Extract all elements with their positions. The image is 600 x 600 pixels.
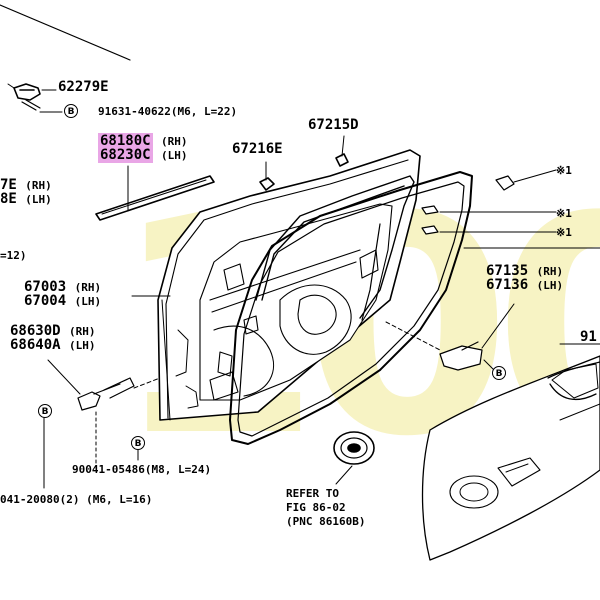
- part-68640a-side: (LH): [69, 339, 96, 352]
- part-67216e-label: 67216E: [232, 141, 283, 157]
- clip-star1c-icon: [421, 225, 439, 235]
- part-68630d-label: 68630D (RH): [10, 324, 96, 339]
- part-67215d-label: 67215D: [308, 117, 359, 133]
- leader-refer: [335, 465, 353, 485]
- part-67136-label: 67136 (LH): [486, 278, 563, 293]
- part-67004-number: 67004: [24, 293, 67, 309]
- star1-label-b: ※1: [556, 207, 572, 220]
- belt-moulding-icon: [95, 175, 215, 221]
- part-68230c-label: 68230C (LH): [98, 147, 188, 163]
- door-weatherstrip: [229, 171, 473, 445]
- leader-67215d: [341, 135, 345, 157]
- part-8e-side: (LH): [25, 193, 52, 206]
- part-62279e-label: 62279E: [58, 79, 109, 95]
- part-041-qty: (2): [59, 493, 80, 506]
- badge-b-icon: B: [131, 436, 145, 450]
- leader-67135: [481, 303, 515, 349]
- refer-line-3: (PNC 86160B): [286, 515, 366, 528]
- part-12-label: =12): [0, 249, 27, 262]
- part-67004-label: 67004 (LH): [24, 294, 101, 309]
- part-68230c-number: 68230C: [98, 147, 153, 163]
- part-68630d-side: (RH): [69, 325, 96, 338]
- speaker-icon: [333, 431, 375, 465]
- part-90041-spec: (M8, L=24): [144, 463, 212, 476]
- part-7e-side: (RH): [25, 179, 52, 192]
- part-67135-side: (RH): [536, 265, 564, 278]
- part-67136-number: 67136: [486, 277, 529, 293]
- bolt-91631-icon: [21, 99, 41, 111]
- star1-label-c: ※1: [556, 226, 572, 239]
- part-90041-label: 90041-05486(M8, L=24): [72, 462, 211, 477]
- part-68640a-number: 68640A: [10, 337, 61, 353]
- part-7e-number: 7E: [0, 177, 17, 193]
- part-91631-number: 91631-40622: [98, 105, 171, 118]
- part-68230c-side: (LH): [161, 149, 188, 162]
- part-68180c-side: (RH): [161, 135, 188, 148]
- door-sash-frame: [255, 175, 415, 319]
- clip-67216e-icon: [259, 177, 275, 191]
- badge-b-icon: B: [64, 104, 78, 118]
- leader-star1a: [513, 169, 557, 183]
- part-68630d-number: 68630D: [10, 323, 61, 339]
- part-91631-label: 91631-40622(M6, L=22): [98, 104, 237, 119]
- star1-label-a: ※1: [556, 164, 572, 177]
- part-67136-side: (LH): [536, 279, 564, 292]
- part-68180c-label: 68180C (RH): [98, 133, 188, 149]
- part-8e-label: 8E (LH): [0, 192, 52, 207]
- part-8e-number: 8E: [0, 191, 17, 207]
- part-041-spec: (M6, L=16): [86, 493, 153, 506]
- part-68180c-number: 68180C: [98, 133, 153, 149]
- hinge-68630d-icon: [77, 377, 135, 411]
- part-91631-spec: (M6, L=22): [170, 105, 238, 118]
- refer-line-2: FIG 86-02: [286, 501, 346, 514]
- part-7e-label: 7E (RH): [0, 178, 52, 193]
- door-trim-panel: [421, 355, 600, 561]
- part-67003-label: 67003 (RH): [24, 280, 101, 295]
- leader-68630d: [47, 359, 81, 395]
- part-68640a-label: 68640A (LH): [10, 338, 96, 353]
- door-check-67135-icon: [439, 341, 483, 371]
- frame-edge-line: [0, 4, 131, 61]
- part-041-label: 041-20080(2) (M6, L=16): [0, 492, 152, 507]
- badge-b-icon: B: [38, 404, 52, 418]
- part-67003-side: (RH): [74, 281, 102, 294]
- refer-line-1: REFER TO: [286, 487, 339, 500]
- part-67004-side: (LH): [74, 295, 102, 308]
- window-regulator-rail: [361, 223, 381, 321]
- part-91-label: 91: [580, 329, 597, 345]
- part-67135-number: 67135: [486, 263, 529, 279]
- clip-star1b-icon: [421, 205, 439, 215]
- clip-67215d-icon: [335, 153, 349, 167]
- clip-star1a-icon: [495, 175, 515, 191]
- part-041-number: 041-20080: [0, 493, 60, 506]
- hinge-dash-line: [133, 377, 161, 389]
- part-67003-number: 67003: [24, 279, 67, 295]
- part-67135-label: 67135 (RH): [486, 264, 563, 279]
- badge-b-icon: B: [492, 366, 506, 380]
- leader-67135-dash: [385, 321, 441, 351]
- clip-62279e-icon: [7, 83, 41, 101]
- part-90041-number: 90041-05486: [72, 463, 145, 476]
